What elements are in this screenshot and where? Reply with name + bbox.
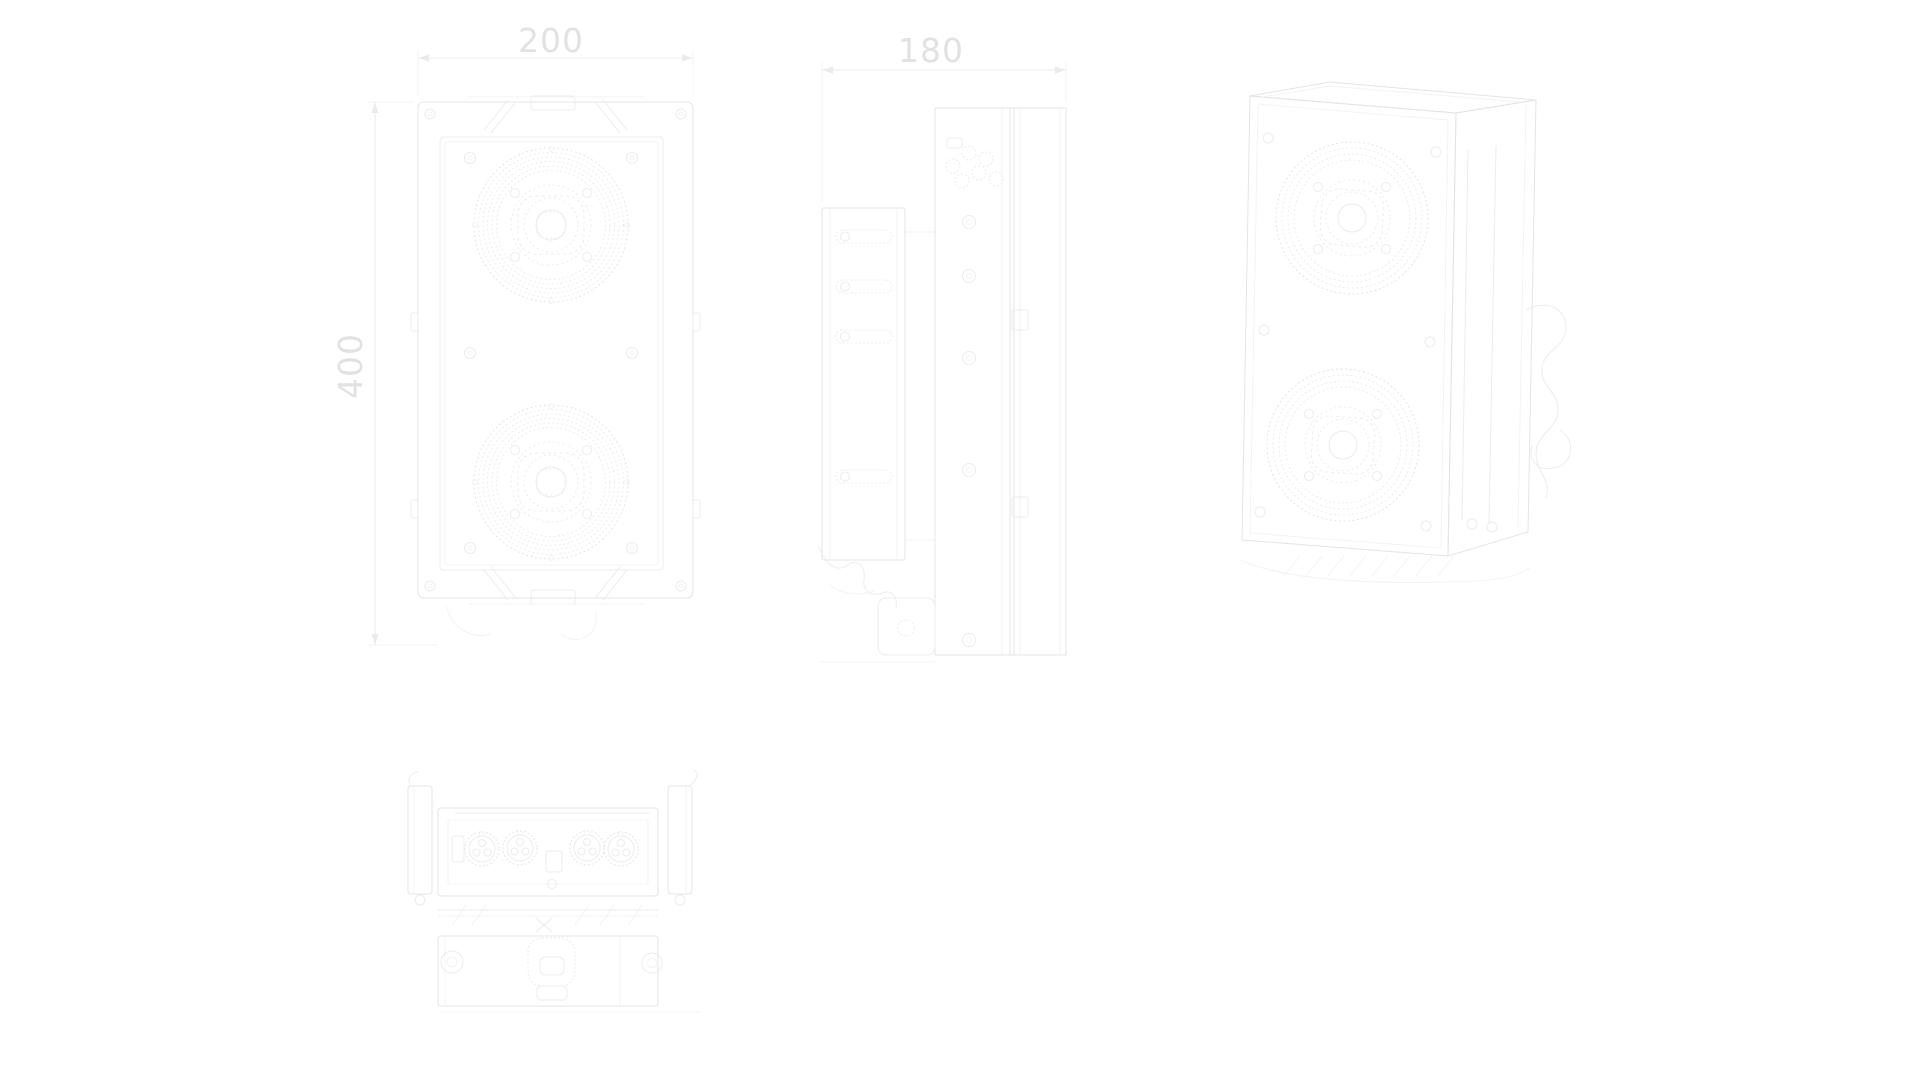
width-dimension-label: 200 — [518, 21, 584, 60]
height-dimension-label: 400 — [331, 333, 370, 399]
perspective-view — [1239, 81, 1571, 584]
front-view — [410, 95, 701, 640]
side-view — [817, 107, 1067, 663]
depth-dimension-label: 180 — [898, 31, 964, 70]
dimension-annotations — [367, 50, 1067, 646]
bottom-connector-view — [407, 769, 700, 1013]
